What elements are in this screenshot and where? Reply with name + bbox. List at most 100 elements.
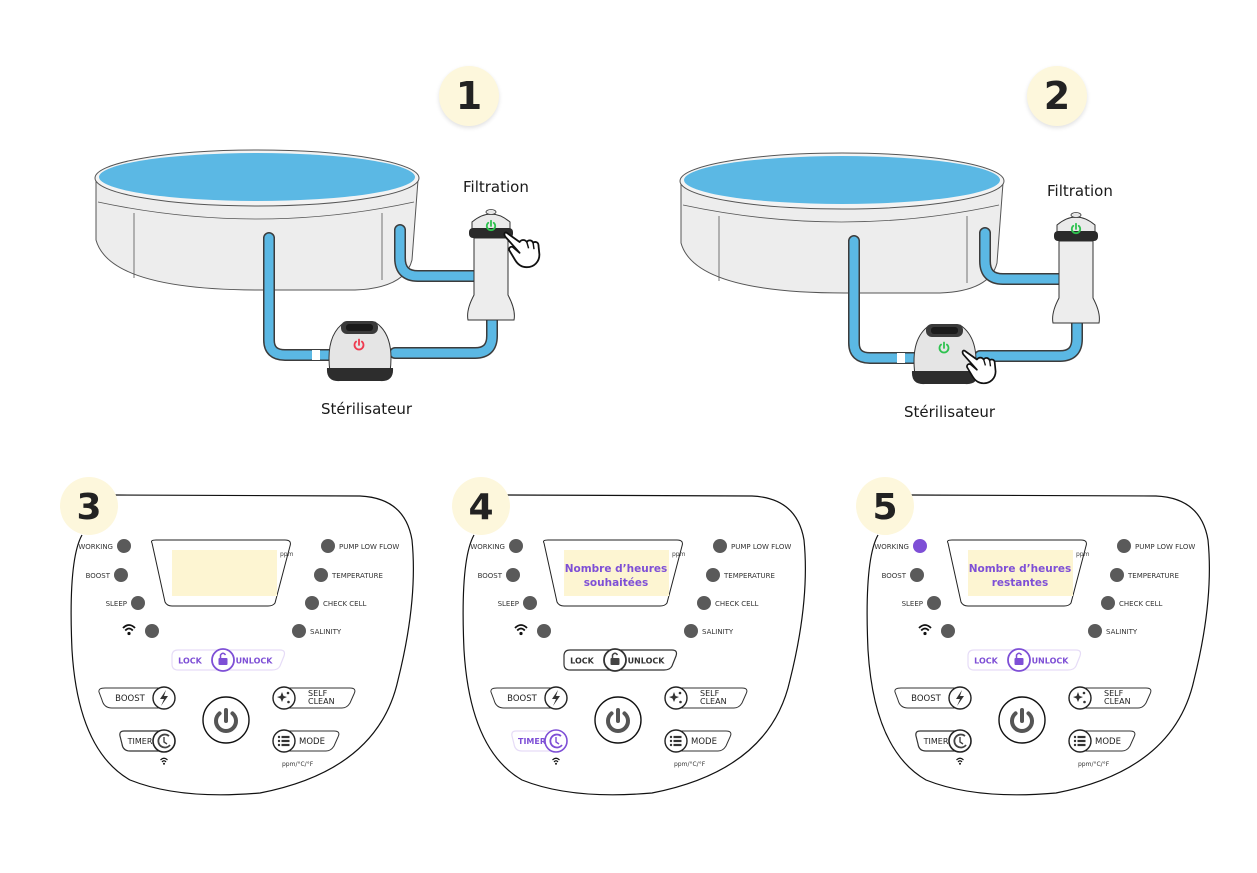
led-temperature	[1110, 568, 1124, 582]
led-wifi	[941, 624, 955, 638]
led-label-sleep: SLEEP	[106, 600, 127, 608]
boost-button[interactable]: BOOST	[490, 686, 568, 710]
mode-button[interactable]: MODE	[1068, 729, 1136, 753]
timer-button[interactable]: TIMER	[915, 729, 972, 753]
badge-circle	[452, 477, 510, 535]
clock-icon	[157, 733, 171, 749]
sterilizer-label: Stérilisateur	[321, 400, 413, 418]
step-badge: 5	[856, 477, 914, 535]
self-clean-pill[interactable]	[675, 687, 748, 709]
hand-pointer-icon	[503, 231, 541, 269]
units-label: ppm/°C/°F	[282, 761, 314, 768]
list-icon	[1073, 735, 1086, 747]
lock-icon	[218, 652, 228, 665]
clock-icon	[549, 733, 563, 749]
filtration-label: Filtration	[1047, 182, 1113, 200]
led-working	[509, 539, 523, 553]
step-number: 4	[468, 487, 493, 528]
power-button[interactable]	[998, 696, 1046, 744]
hand-pointer-icon	[961, 349, 997, 385]
led-label-check-cell: CHECK CELL	[715, 600, 758, 608]
clock-hands-icon	[959, 737, 964, 745]
step-badge: 4	[452, 477, 510, 535]
mode-label: MODE	[299, 737, 325, 747]
timer-label: TIMER	[923, 737, 949, 746]
filtration-label: Filtration	[463, 178, 529, 196]
lcd-text-line1: Nombre d’heures	[565, 563, 668, 575]
timer-button[interactable]: TIMER	[511, 729, 568, 753]
mode-pill[interactable]	[675, 730, 732, 752]
lcd-text-line2: restantes	[992, 577, 1049, 589]
lightning-icon	[160, 690, 168, 706]
mode-button[interactable]: MODE	[272, 729, 340, 753]
self-clean-pill[interactable]	[1079, 687, 1152, 709]
led-label-boost: BOOST	[478, 572, 503, 580]
self-clean-pill[interactable]	[283, 687, 356, 709]
power-icon	[214, 708, 238, 733]
wifi-icon	[514, 624, 528, 636]
return-pipe	[395, 225, 481, 281]
mode-label: MODE	[691, 737, 717, 747]
led-label-salinity: SALINITY	[1106, 628, 1138, 636]
timer-pill[interactable]	[511, 730, 555, 752]
filter-power-icon	[1070, 222, 1082, 235]
power-button[interactable]	[202, 696, 250, 744]
sterilizer-power-icon	[938, 341, 950, 354]
sterilizer-base	[911, 371, 979, 385]
sparkle-icon	[1073, 691, 1086, 704]
boost-pill[interactable]	[98, 687, 163, 709]
step-number: 3	[76, 487, 101, 528]
step-number: 1	[455, 74, 483, 118]
pool	[94, 149, 420, 291]
wifi-small-icon	[160, 757, 168, 765]
mode-pill[interactable]	[1079, 730, 1136, 752]
led-label-sleep: SLEEP	[498, 600, 519, 608]
boost-pill[interactable]	[894, 687, 959, 709]
intake-pipe	[849, 236, 925, 363]
led-label-pump-low-flow: PUMP LOW FLOW	[1135, 543, 1195, 551]
filter-pump	[467, 209, 515, 321]
boost-button[interactable]: BOOST	[894, 686, 972, 710]
mode-pill[interactable]	[283, 730, 340, 752]
filter-out-pipe	[390, 311, 497, 358]
lcd-screen	[564, 550, 669, 596]
sparkle-icon	[669, 691, 682, 704]
boost-pill[interactable]	[490, 687, 555, 709]
pipe-connector	[897, 353, 905, 363]
timer-button[interactable]: TIMER	[119, 729, 176, 753]
lock-icon	[1014, 652, 1024, 665]
sterilizer-display	[931, 327, 958, 334]
power-button[interactable]	[594, 696, 642, 744]
led-label-check-cell: CHECK CELL	[1119, 600, 1162, 608]
ppm-label: ppm	[1076, 551, 1090, 558]
list-icon	[277, 735, 290, 747]
led-label-boost: BOOST	[882, 572, 907, 580]
lock-label: LOCK	[570, 657, 594, 666]
led-temperature	[314, 568, 328, 582]
timer-pill[interactable]	[119, 730, 163, 752]
step-number: 5	[872, 487, 897, 528]
panel-outline	[70, 494, 414, 796]
led-check-cell	[305, 596, 319, 610]
ppm-label: ppm	[280, 551, 294, 558]
self-label: SELF	[308, 689, 328, 698]
pipe-connector	[312, 350, 320, 360]
step-badge-1: 1	[439, 66, 499, 126]
mode-button[interactable]: MODE	[664, 729, 732, 753]
led-boost	[114, 568, 128, 582]
wifi-icon	[122, 624, 136, 636]
led-label-pump-low-flow: PUMP LOW FLOW	[731, 543, 791, 551]
timer-pill[interactable]	[915, 730, 959, 752]
boost-button[interactable]: BOOST	[98, 686, 176, 710]
